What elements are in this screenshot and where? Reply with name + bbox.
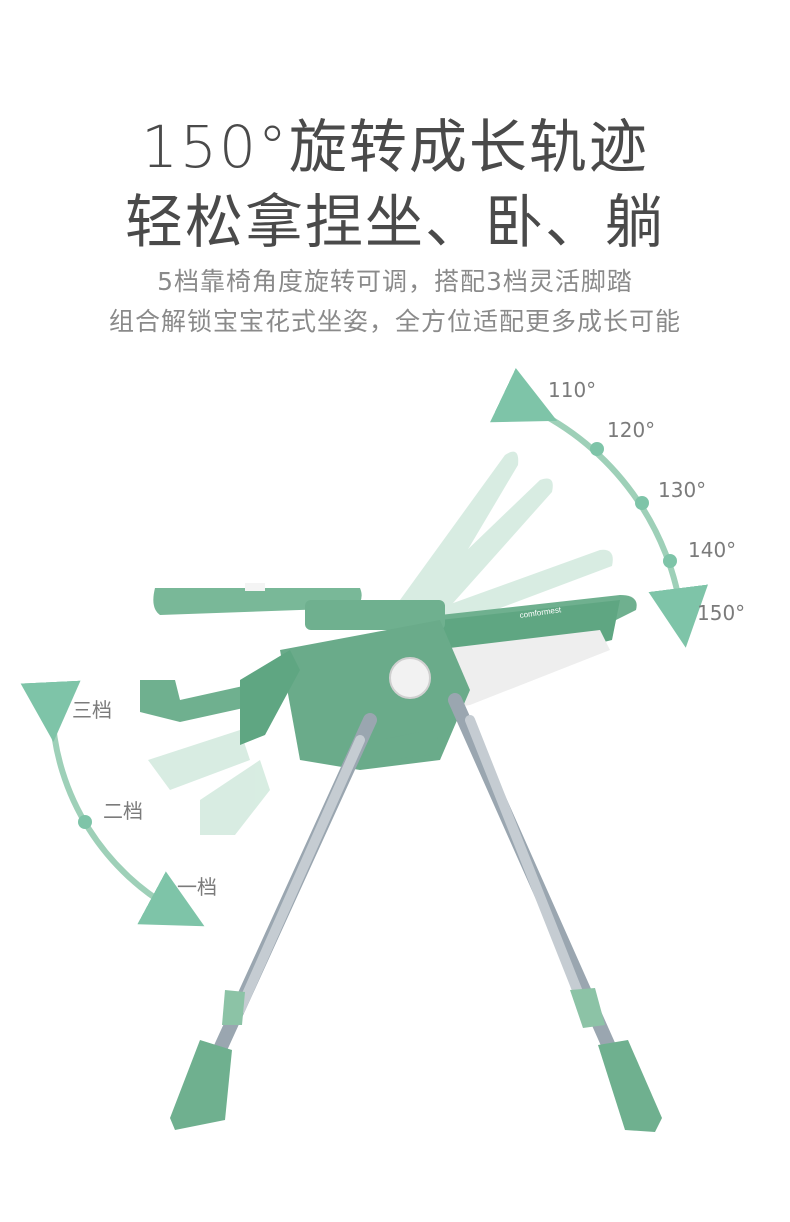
recline-dot-120 [590,442,604,456]
angle-label-140: 140° [688,538,737,562]
subheadline-line-1: 5档靠椅角度旋转可调，搭配3档灵活脚踏 [157,267,633,296]
recline-arc [490,368,708,648]
angle-label-150: 150° [697,601,746,625]
footrest-lever [380,730,439,760]
angle-label-120: 120° [607,418,656,442]
subheadline-line-2: 组合解锁宝宝花式坐姿，全方位适配更多成长可能 [108,307,681,336]
footrest-label-3: 三档 [72,698,112,722]
footrest-arc [20,680,205,927]
footrest-ghost-positions [148,730,270,835]
footrest-dot-2 [78,815,92,829]
angle-label-110: 110° [548,378,597,402]
side-frame [280,620,470,770]
rear-foot [598,1040,662,1132]
angle-label-130: 130° [658,478,707,502]
footrest-bracket [240,650,300,745]
headline-line-1: 150°旋转成长轨迹 [141,113,649,181]
front-leg-back [235,735,365,1015]
recline-dot-130 [635,496,649,510]
headline-line-2: 轻松拿捏坐、卧、躺 [124,188,665,256]
tray-arm [305,600,445,630]
tray-latch [245,583,265,591]
footrest-label-2: 二档 [103,799,143,823]
front-foot [170,1040,232,1130]
recline-dot-140 [663,554,677,568]
rear-foot-back [570,988,605,1028]
front-foot-back [222,990,245,1025]
rear-leg-back [465,715,590,1015]
recline-knob [389,657,431,699]
backrest-ghost-positions [400,451,613,625]
footrest-label-1: 一档 [177,875,217,899]
